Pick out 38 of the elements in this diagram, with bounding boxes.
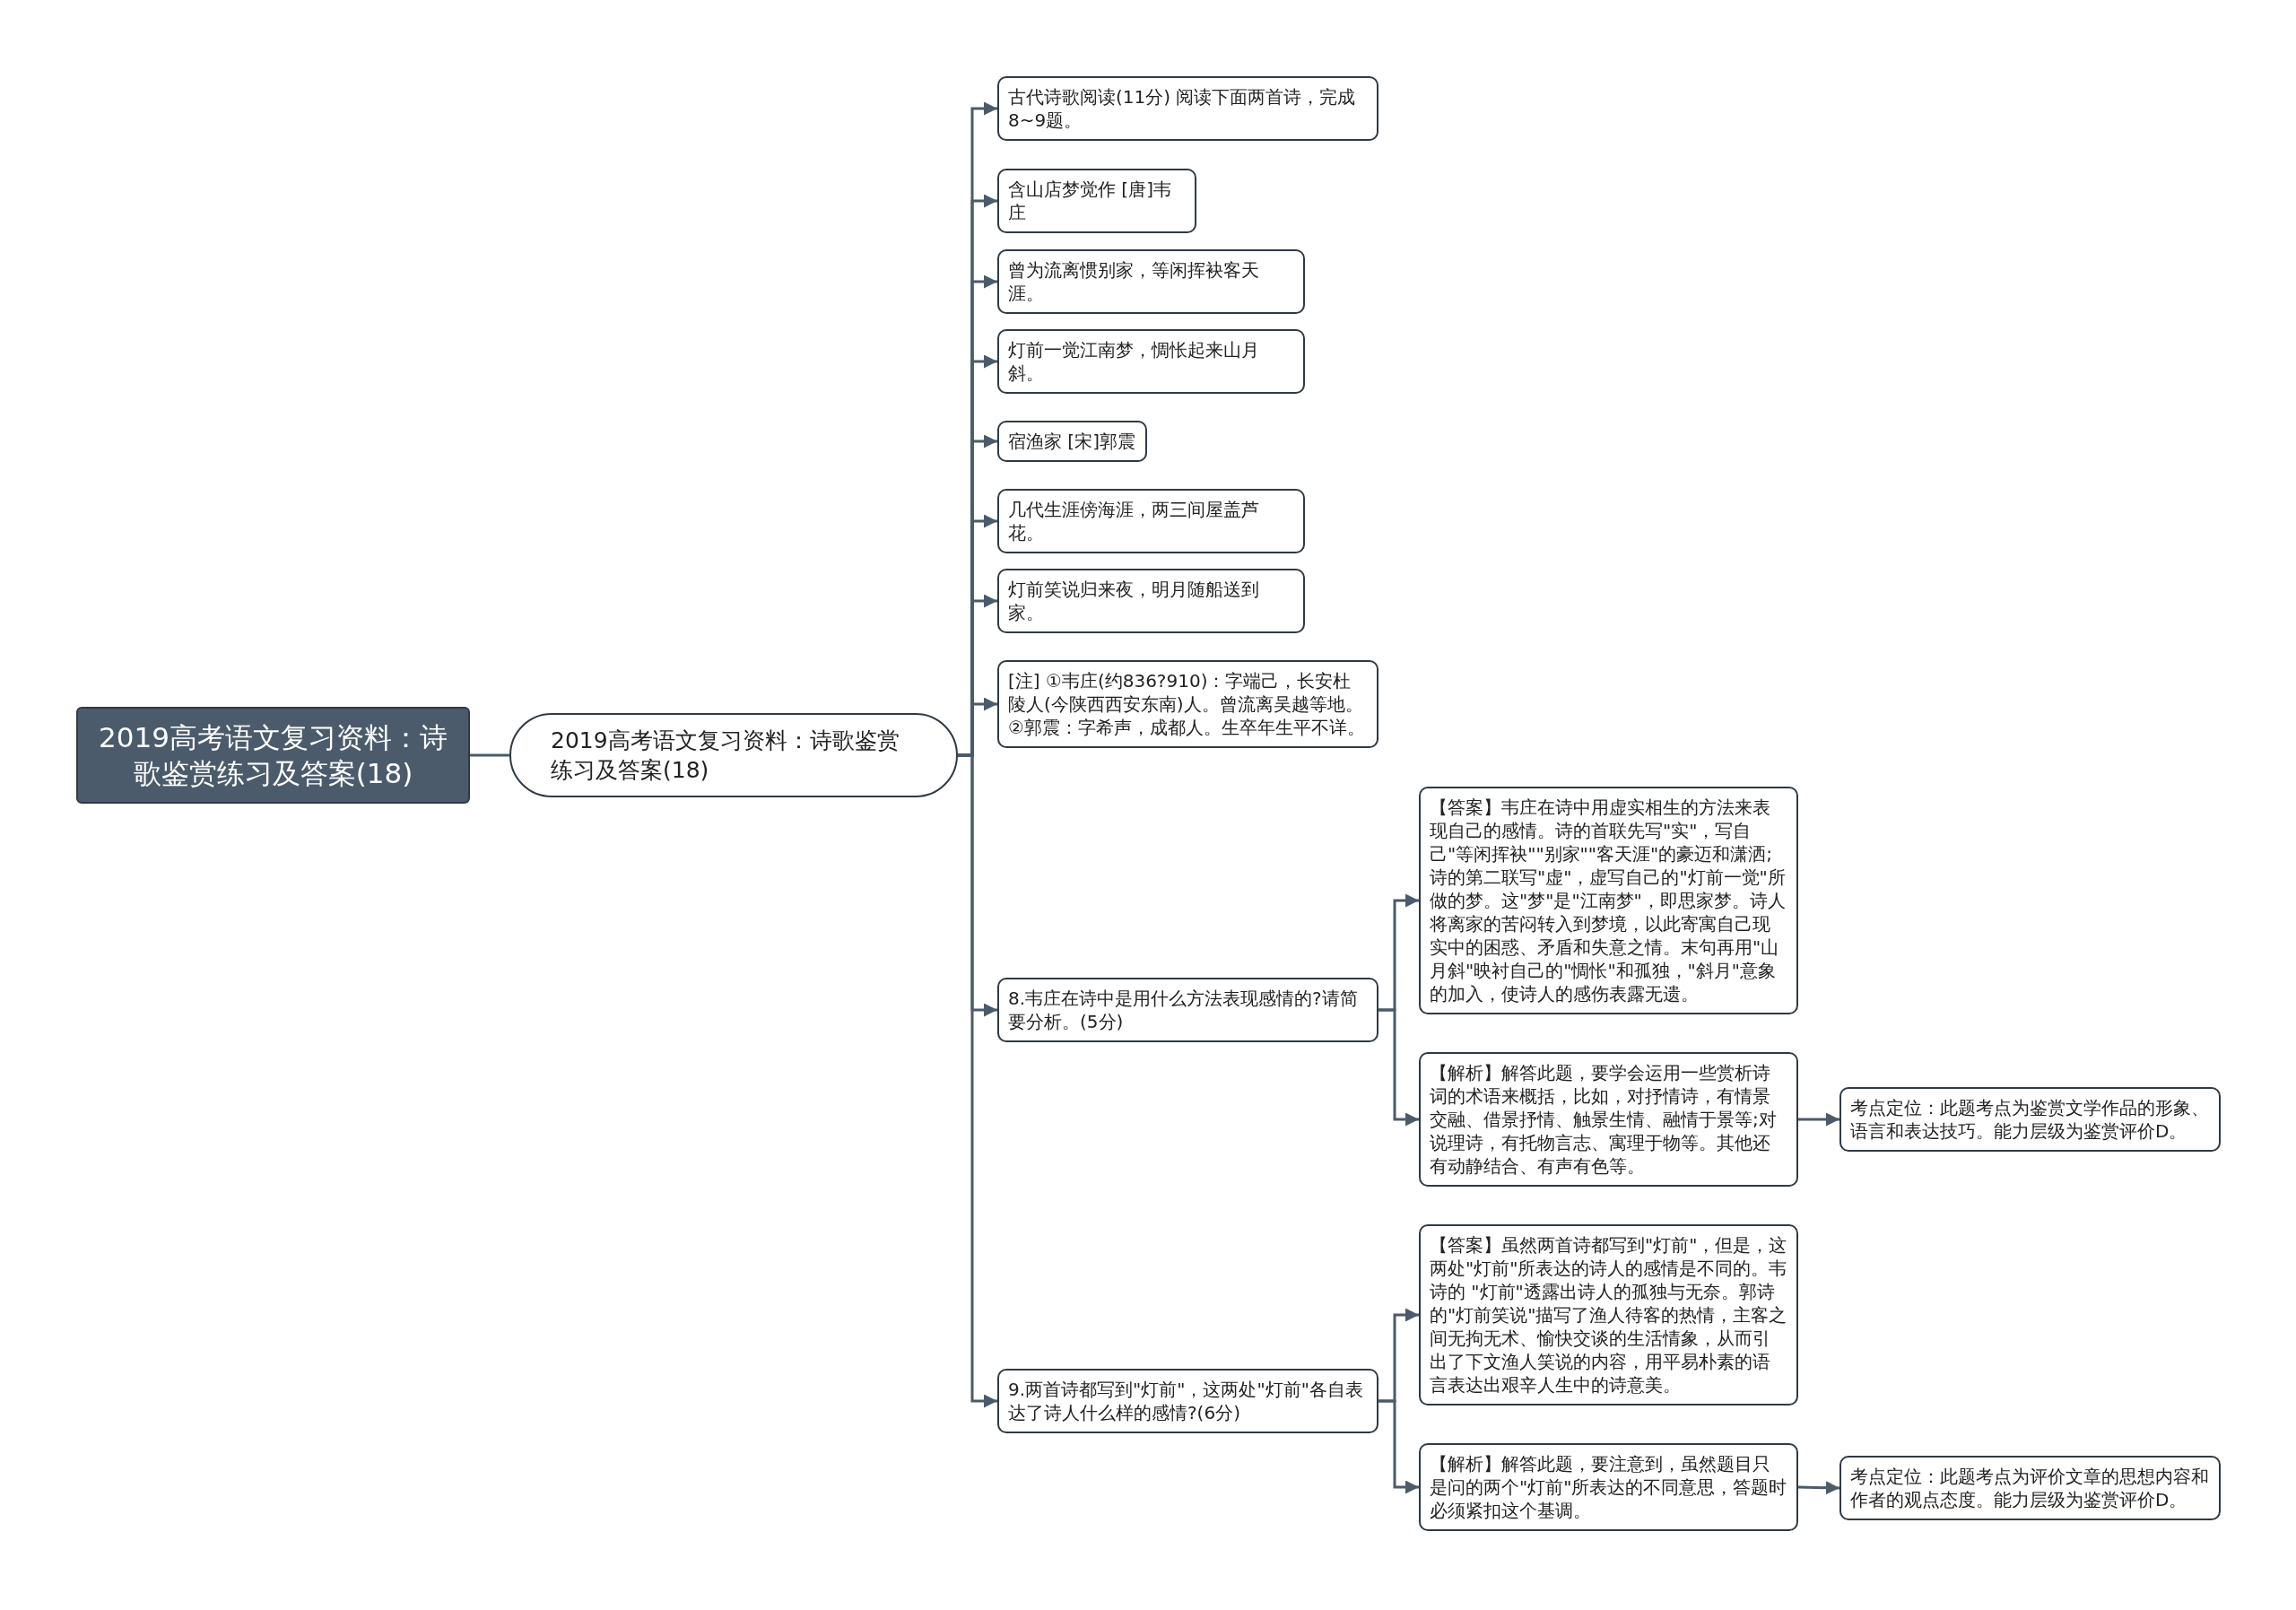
- topic-text: 几代生涯傍海涯，两三间屋盖芦花。: [1008, 498, 1260, 544]
- connector-arrow: [1378, 1399, 1419, 1494]
- topic-text: 9.两首诗都写到"灯前"，这两处"灯前"各自表达了诗人什么样的感情?(6分): [1008, 1378, 1364, 1424]
- topic-box: [1419, 1224, 1798, 1405]
- topic-box: [997, 169, 1196, 233]
- topic-box: [1839, 1456, 2221, 1520]
- topic-text: 2019高考语文复习资料：诗歌鉴赏练习及答案(18): [98, 720, 448, 791]
- topic-text: [注] ①韦庄(约836?910)：字端己，长安杜陵人(今陕西西安东南)人。曾流离吴越等地。②郭震：字希声，成都人。生卒年生平不详。: [1008, 669, 1366, 739]
- topic-box: [997, 249, 1305, 314]
- topic-text: 灯前笑说归来夜，明月随船送到家。: [1008, 578, 1260, 624]
- topic-text: 2019高考语文复习资料：诗歌鉴赏练习及答案(18): [551, 727, 900, 785]
- topic-text: 含山店梦觉作 [唐]韦庄: [1008, 178, 1172, 224]
- topic-box: [997, 1369, 1378, 1433]
- connector-arrow: [1797, 1481, 1840, 1495]
- topic-box: [997, 329, 1305, 394]
- topic-text: 【解析】解答此题，要注意到，虽然题目只是问的两个"灯前"所表达的不同意思，答题时必须紧扣这个基调。: [1430, 1452, 1787, 1522]
- topic-text: 曾为流离惯别家，等闲挥袂客天涯。: [1008, 258, 1260, 305]
- topic-box: [997, 76, 1378, 141]
- root-topic-box: [76, 707, 470, 804]
- topic-text: 【答案】韦庄在诗中用虚实相生的方法来表现自己的感情。诗的首联先写"实"，写自己"等闲挥袂""别家""客天涯"的豪迈和潇洒;诗的第二联写"虚"，虚写自己的"灯前一觉"所做的梦。这"梦"是"江南梦"，即思家梦。诗人将离家的苦闷转入到梦境，以此寄寓自己现实中的困惑、矛盾和失意之情。末句再用"山月斜"映衬自己的"惆怅"和孤独，"斜月"意象的加入，使诗人的感伤表露无遗。: [1430, 796, 1787, 1005]
- topic-box: [1419, 1443, 1798, 1531]
- topic-text: 考点定位：此题考点为评价文章的思想内容和作者的观点态度。能力层级为鉴赏评价D。: [1850, 1465, 2210, 1511]
- topic-box: [997, 421, 1147, 462]
- topic-text: 宿渔家 [宋]郭震: [1008, 430, 1136, 453]
- topic-box: [1419, 1052, 1798, 1187]
- topic-box: [1839, 1087, 2221, 1152]
- topic-box: [997, 660, 1378, 748]
- topic-text: 古代诗歌阅读(11分) 阅读下面两首诗，完成8~9题。: [1008, 85, 1357, 132]
- topic-text: 【解析】解答此题，要学会运用一些赏析诗词的术语来概括，比如，对抒情诗，有情景交融、借景抒情、触景生情、融情于景等;对说理诗，有托物言志、寓理于物等。其他还有动静结合、有声有色等。: [1430, 1061, 1778, 1178]
- topic-box: [997, 978, 1378, 1042]
- topic-text: 【答案】虽然两首诗都写到"灯前"，但是，这两处"灯前"所表达的诗人的感情是不同的。韦诗的 "灯前"透露出诗人的孤独与无奈。郭诗的"灯前笑说"描写了渔人待客的热情，主客之间无拘无术、愉快交谈的生活情象，从而引出了下文渔人笑说的内容，用平易朴素的语言表达出艰辛人生中的诗意美。: [1430, 1233, 1787, 1397]
- topic-box: [997, 489, 1305, 553]
- topic-text: 灯前一觉江南梦，惆怅起来山月斜。: [1008, 338, 1260, 385]
- connector-arrow: [1378, 1008, 1419, 1127]
- topic-text: 8.韦庄在诗中是用什么方法表现感情的?请简要分析。(5分): [1008, 987, 1359, 1033]
- connector-arrow: [1798, 1112, 1839, 1127]
- topic-text: 考点定位：此题考点为鉴赏文学作品的形象、语言和表达技巧。能力层级为鉴赏评价D。: [1850, 1096, 2210, 1143]
- topic-box: [997, 569, 1305, 633]
